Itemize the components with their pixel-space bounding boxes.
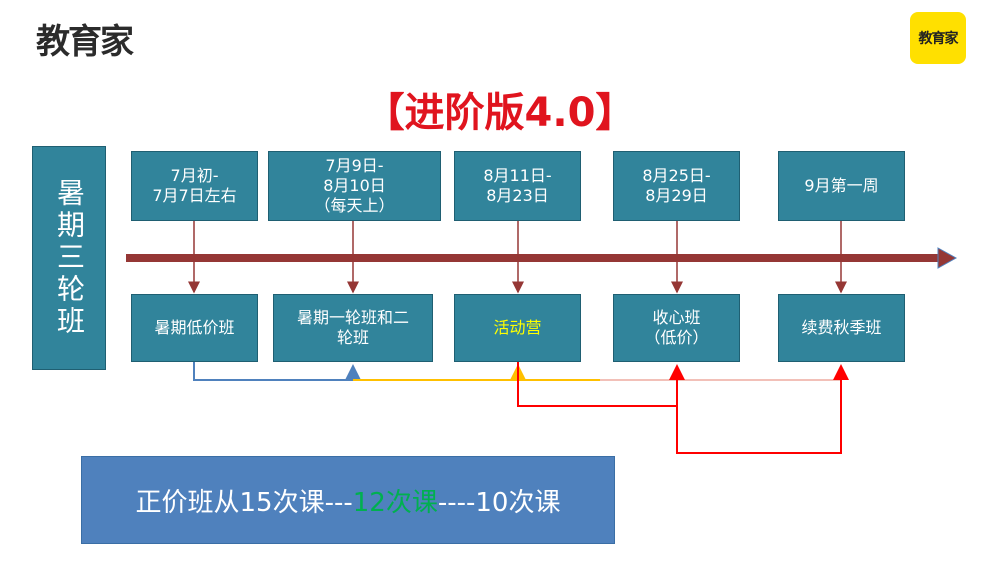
date-box-5: 9月第一周 — [778, 151, 905, 221]
brand-logo: 教育家 — [36, 22, 134, 62]
class-box-3: 活动营 — [454, 294, 581, 362]
class-box-2: 暑期一轮班和二 轮班 — [273, 294, 433, 362]
date-box-4: 8月25日- 8月29日 — [613, 151, 740, 221]
summary-part-1: 正价班从15次课--- — [135, 487, 353, 518]
date-box-2: 7月9日- 8月10日 （每天上） — [268, 151, 441, 221]
summary-part-3: ----10次课 — [437, 487, 561, 518]
class-box-5: 续费秋季班 — [778, 294, 905, 362]
side-label: 暑期三轮班 — [32, 146, 106, 370]
page-title: 【进阶版4.0】 — [364, 90, 636, 136]
date-box-3: 8月11日- 8月23日 — [454, 151, 581, 221]
date-box-1: 7月初- 7月7日左右 — [131, 151, 258, 221]
class-box-4: 收心班 （低价） — [613, 294, 740, 362]
summary-part-2: 12次课 — [352, 487, 438, 518]
summary-box: 正价班从15次课---12次课----10次课 — [81, 456, 615, 544]
brand-badge: 教育家 — [910, 12, 966, 64]
class-box-1: 暑期低价班 — [131, 294, 258, 362]
